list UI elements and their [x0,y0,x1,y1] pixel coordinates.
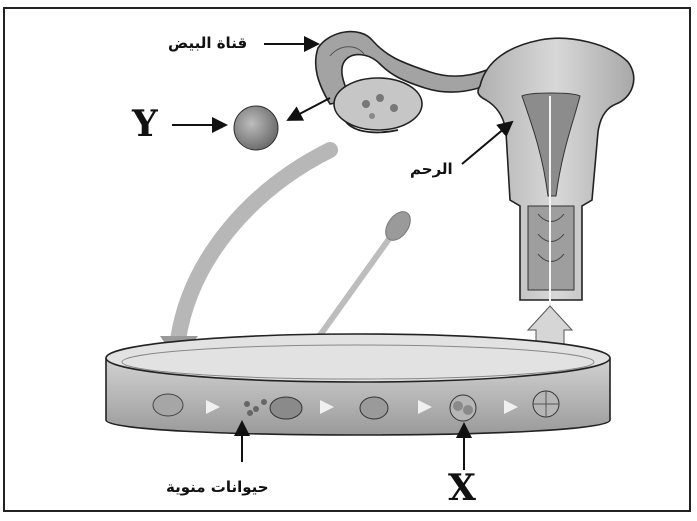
stage-four-cell [533,391,559,417]
ovary [334,78,422,132]
stage-zygote [360,397,388,419]
ovum-transfer-arrow [160,150,330,362]
label-uterus: الرحم [410,160,453,178]
label-x: X [448,470,476,506]
released-ovum [234,106,278,150]
pipette [308,207,415,352]
uterus [478,38,634,300]
label-sperm: حيوانات منوية [166,478,269,496]
culture-dish [106,334,610,435]
stage-two-cell [450,395,476,421]
stage-ovum [153,394,183,416]
label-y: Y [132,106,158,142]
label-oviduct: قناة البيض [168,34,247,52]
